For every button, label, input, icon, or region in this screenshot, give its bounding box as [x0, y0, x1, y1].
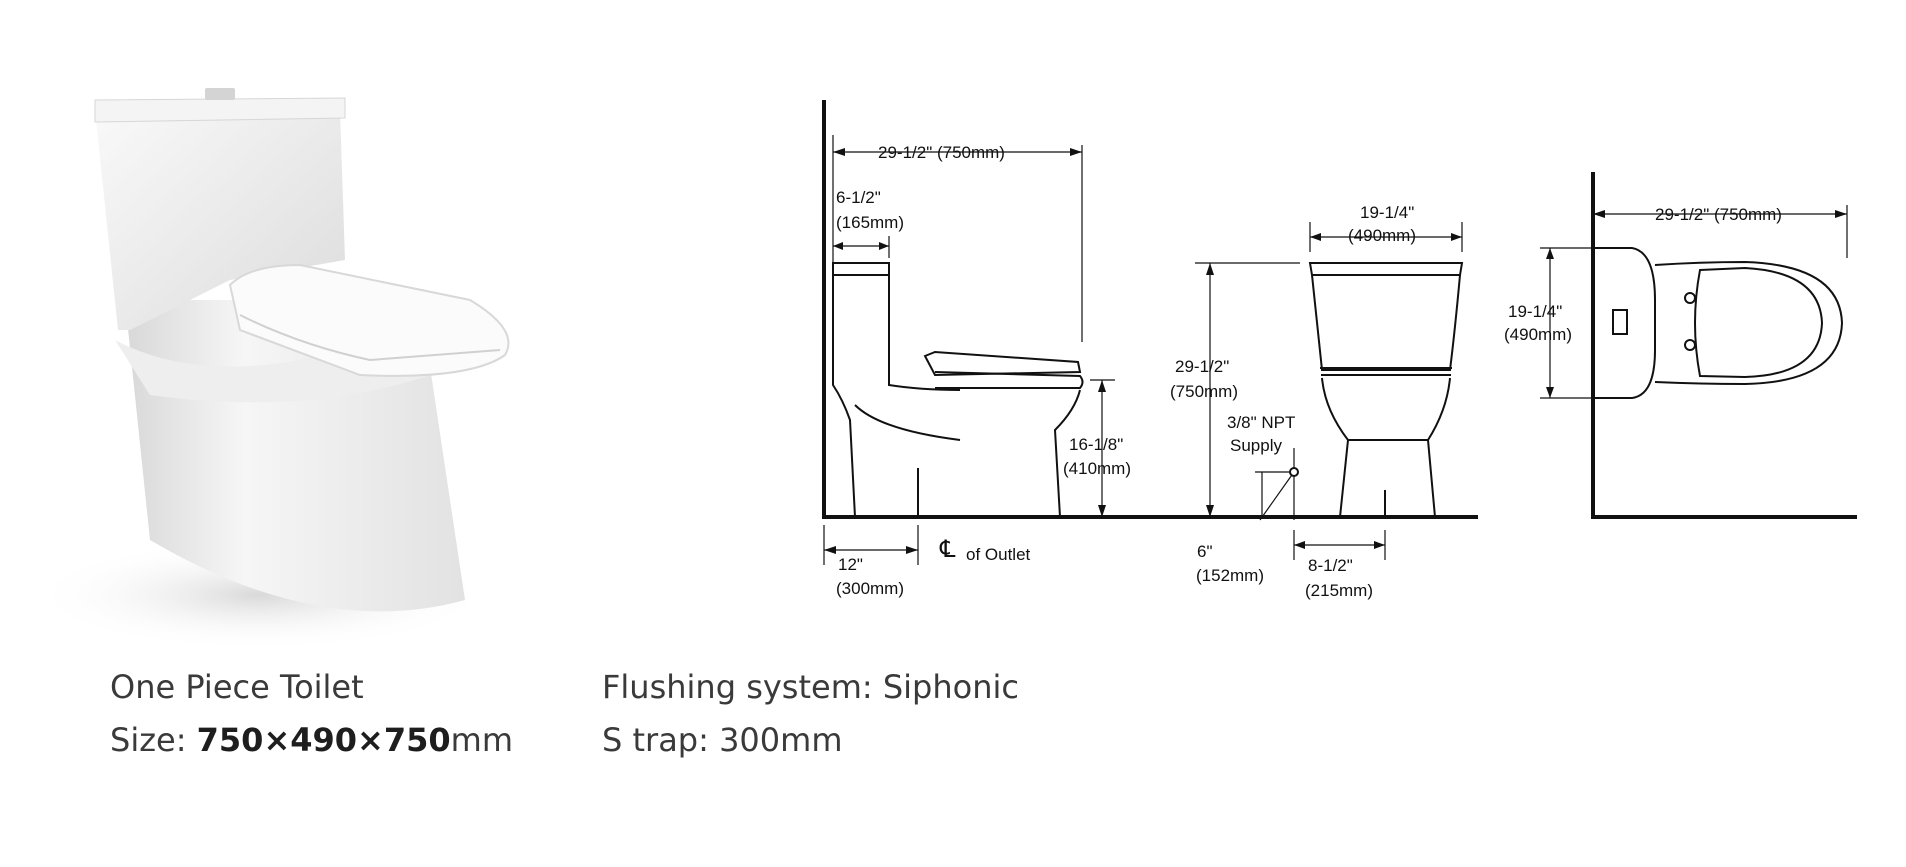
- top-depth-label: 29-1/2" (750mm): [1655, 205, 1782, 224]
- supply-label-line1: 3/8" NPT: [1227, 413, 1295, 432]
- front-width-mm-label: (490mm): [1348, 226, 1416, 245]
- outlet-distance-mm-label: (300mm): [836, 579, 904, 598]
- tank-depth-mm-label: (165mm): [836, 213, 904, 232]
- supply-offset-mm-label: (215mm): [1305, 581, 1373, 600]
- side-depth-label: 29-1/2" (750mm): [878, 143, 1005, 162]
- outlet-label: of Outlet: [966, 545, 1031, 564]
- s-trap: S trap: 300mm: [602, 721, 843, 759]
- top-width-label: 19-1/4": [1508, 302, 1562, 321]
- top-width-mm-label: (490mm): [1504, 325, 1572, 344]
- size-value: 750×490×750: [196, 721, 451, 759]
- supply-offset-label: 8-1/2": [1308, 556, 1353, 575]
- outlet-distance-label: 12": [838, 555, 863, 574]
- front-height-mm-label: (750mm): [1170, 382, 1238, 401]
- supply-height-label: 6": [1197, 542, 1213, 561]
- tank-depth-label: 6-1/2": [836, 188, 881, 207]
- front-width-label: 19-1/4": [1360, 203, 1414, 222]
- front-view-outline: [1308, 262, 1464, 518]
- supply-label-line2: Supply: [1230, 436, 1282, 455]
- toilet-product-photo: [30, 88, 510, 650]
- side-view-outline: [832, 262, 1084, 518]
- size-prefix: Size:: [110, 721, 197, 759]
- supply-height-mm-label: (152mm): [1196, 566, 1264, 585]
- front-height-label: 29-1/2": [1175, 357, 1229, 376]
- seat-height-mm-label: (410mm): [1063, 459, 1131, 478]
- flushing-system: Flushing system: Siphonic: [602, 668, 1019, 706]
- product-size: Size: 750×490×750mm: [110, 724, 513, 756]
- seat-height-label: 16-1/8": [1069, 435, 1123, 454]
- product-name: One Piece Toilet: [110, 668, 364, 706]
- centerline-symbol: ℄: [939, 536, 956, 563]
- top-view-outline: [1593, 247, 1844, 399]
- size-unit: mm: [450, 721, 513, 759]
